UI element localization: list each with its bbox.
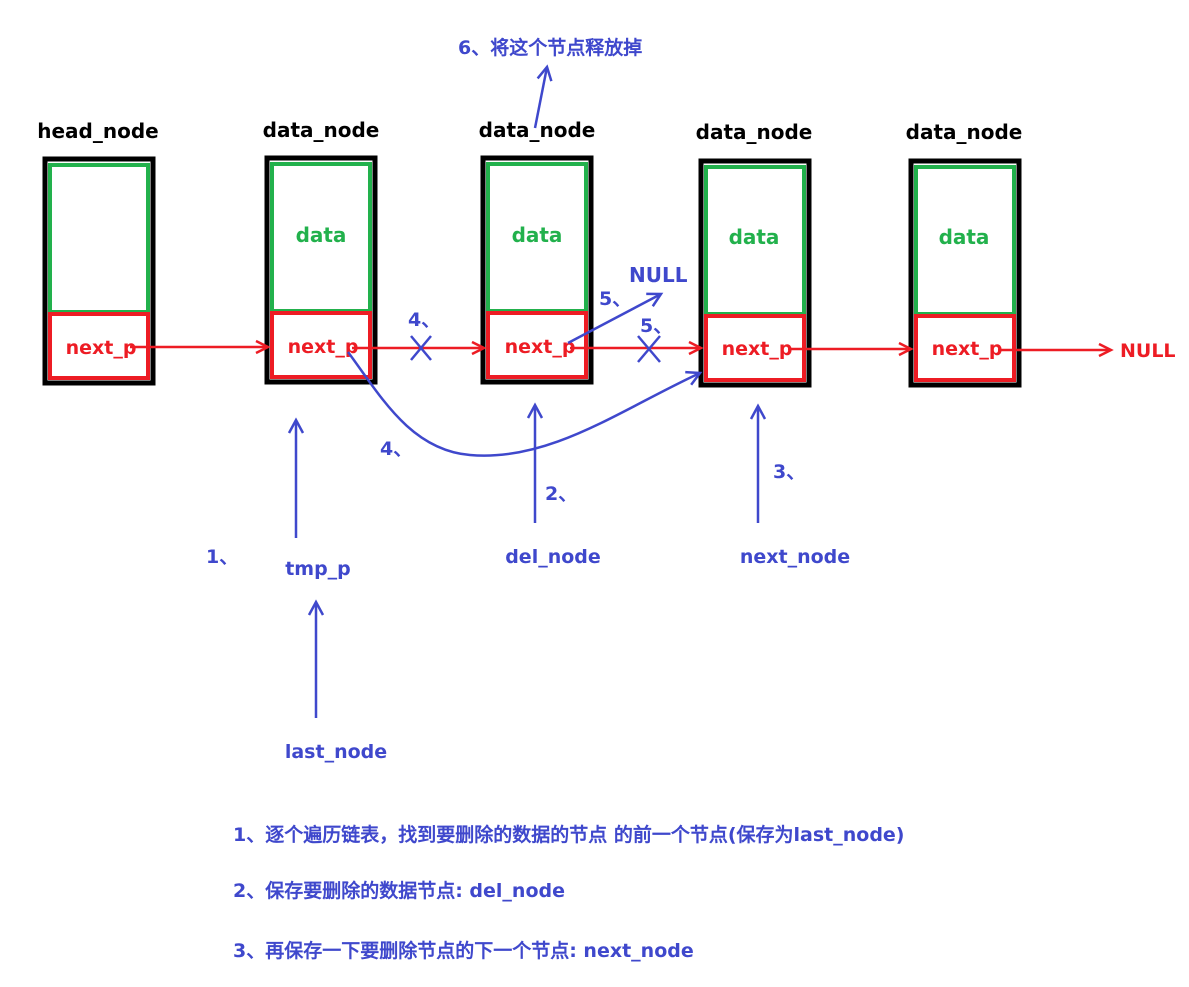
step2-label: 2、 — [545, 483, 577, 505]
node-outer-box — [698, 158, 812, 388]
next-label: next_p — [722, 338, 793, 360]
data-label: data — [512, 223, 563, 247]
node-outer-box — [264, 155, 378, 385]
data-label: data — [939, 225, 990, 249]
step6-arrow — [533, 64, 553, 129]
node-head: head_node next_p — [37, 119, 159, 386]
last-node-label: last_node — [285, 741, 387, 763]
cross-mark-1 — [410, 335, 432, 361]
tail-null-label: NULL — [1120, 340, 1176, 362]
node-title: head_node — [37, 119, 158, 143]
null-label: NULL — [629, 263, 688, 287]
data-field — [48, 163, 150, 314]
step4-relink-curve — [346, 351, 703, 457]
note-2: 2、保存要删除的数据节点: del_node — [233, 879, 565, 902]
node-1: data_node data next_p — [263, 118, 380, 385]
step3-label: 3、 — [773, 461, 805, 483]
node-4: data_node data next_p — [906, 120, 1023, 388]
next-label: next_p — [288, 336, 359, 358]
next-field — [914, 314, 1016, 382]
step4-upper-label: 4、 — [408, 309, 440, 331]
node-outer-box — [42, 156, 156, 386]
next-label: next_p — [932, 338, 1003, 360]
step6-label: 6、将这个节点释放掉 — [458, 36, 642, 59]
node-outer-box — [908, 158, 1022, 388]
node-title: data_node — [263, 118, 380, 142]
next-node-label: next_node — [740, 546, 850, 568]
next-label: next_p — [66, 337, 137, 359]
note-3: 3、再保存一下要删除节点的下一个节点: next_node — [233, 939, 694, 962]
step4-lower-label: 4、 — [380, 438, 412, 460]
node-title: data_node — [906, 120, 1023, 144]
next-label: next_p — [505, 336, 576, 358]
data-label: data — [296, 223, 347, 247]
tmp-p-label: tmp_p — [285, 558, 351, 580]
data-label: data — [729, 225, 780, 249]
step5-arrow-to-null — [567, 292, 664, 345]
node-outer-box — [480, 155, 594, 385]
node-title: data_node — [696, 120, 813, 144]
next-field — [270, 311, 372, 379]
node-2: data_node data next_p — [479, 118, 595, 385]
step5-upper-label: 5、 — [599, 288, 631, 310]
node-3: data_node data next_p — [696, 120, 813, 388]
cross-mark-2 — [637, 335, 661, 363]
step1-label: 1、 — [206, 546, 238, 568]
del-node-label: del_node — [505, 546, 601, 568]
note-1: 1、逐个遍历链表，找到要删除的数据的节点 的前一个节点(保存为last_node… — [233, 823, 905, 846]
step5-lower-label: 5、 — [640, 315, 672, 337]
next-field — [486, 311, 588, 379]
